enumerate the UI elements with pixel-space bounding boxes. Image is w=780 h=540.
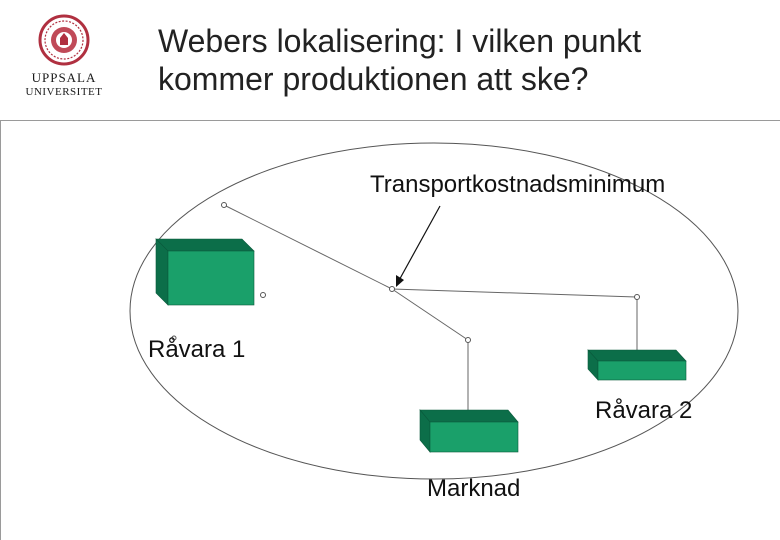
box-marknad-top bbox=[419, 409, 519, 423]
minimum-arrow-head bbox=[396, 275, 404, 287]
box-ravara2-top bbox=[587, 349, 687, 362]
slide-title: Webers lokalisering: I vilken punkt komm… bbox=[158, 22, 758, 98]
node-ravara1 bbox=[221, 202, 227, 208]
left-border bbox=[0, 120, 1, 540]
box-ravara2-front bbox=[597, 360, 687, 381]
node-ravara1-label bbox=[171, 335, 177, 341]
box-ravara1-front bbox=[167, 250, 255, 306]
box-marknad bbox=[419, 409, 519, 453]
box-ravara1 bbox=[155, 238, 255, 306]
uppsala-university-logo: UPPSALA UNIVERSITET bbox=[14, 14, 114, 104]
label-ravara1: Råvara 1 bbox=[148, 336, 245, 363]
university-seal-icon bbox=[38, 14, 90, 66]
logo-text-uppsala: UPPSALA bbox=[31, 70, 97, 85]
node-ravara2 bbox=[634, 294, 640, 300]
minimum-arrow-line bbox=[396, 205, 441, 285]
box-ravara2 bbox=[587, 349, 687, 381]
box-marknad-front bbox=[429, 421, 519, 453]
title-line-2: kommer produktionen att ske? bbox=[158, 61, 589, 97]
slide-header: UPPSALA UNIVERSITET Webers lokalisering:… bbox=[0, 0, 780, 120]
node-box1-corner bbox=[260, 292, 266, 298]
header-divider bbox=[0, 120, 780, 121]
label-ravara2: Råvara 2 bbox=[595, 397, 692, 424]
line-ravara1-to-point bbox=[223, 204, 393, 290]
logo-text-universitet: UNIVERSITET bbox=[25, 86, 103, 98]
label-transportkostnadsminimum: Transportkostnadsminimum bbox=[370, 171, 665, 198]
node-optimal-point bbox=[389, 286, 395, 292]
box-ravara1-top bbox=[155, 238, 255, 252]
line-point-to-marknad bbox=[391, 288, 469, 341]
node-marknad bbox=[465, 337, 471, 343]
region-ellipse bbox=[129, 142, 739, 480]
line-point-to-ravara2 bbox=[391, 288, 638, 298]
label-marknad: Marknad bbox=[427, 475, 520, 502]
title-line-1: Webers lokalisering: I vilken punkt bbox=[158, 23, 642, 59]
box-ravara1-side bbox=[155, 238, 169, 306]
